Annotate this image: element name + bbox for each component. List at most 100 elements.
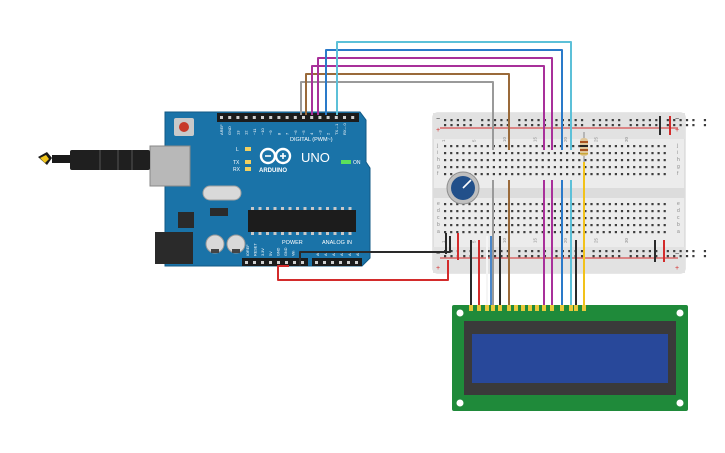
rail-minus-sign: − [675,251,679,258]
row-label: i [437,150,438,156]
header-pin [277,116,281,119]
mcu-pin [273,232,277,235]
column-number: 10 [502,136,507,142]
lcd-pin [569,305,573,311]
header-pin [318,116,322,119]
header-pin [228,116,232,119]
mcu-pin [333,232,337,235]
lcd-screen [472,334,668,383]
mcu-pin [303,232,307,235]
row-label: h [677,157,680,163]
mcu-pin [311,232,314,235]
column-number: 1 [441,240,446,243]
row-label: a [677,229,680,235]
column-number: 25 [594,136,599,142]
dc-power-jack [155,232,193,264]
resistor-icon[interactable] [580,132,588,162]
usb-plug-icon[interactable] [38,150,150,170]
microcontroller-chip [248,210,356,232]
reset-button-icon[interactable] [174,118,194,136]
wire-magenta-2[interactable] [317,57,553,150]
mcu-pin [348,207,352,210]
power-pin-label: 5V [269,251,273,256]
digital-pin-label: 12 [244,130,249,135]
header-pin [343,116,346,119]
wire-cyan[interactable] [336,41,572,150]
rail-plus-sign: + [675,265,679,272]
header-pin [285,261,288,264]
digital-pin-label: ~3 [317,130,322,135]
mcu-pins [251,207,352,235]
lcd-pin [550,305,554,311]
potentiometer-icon[interactable] [446,171,480,205]
row-label: b [437,222,440,228]
power-pin-label: GND [276,247,280,256]
digital-pin-label: AREF [219,124,224,135]
lcd-pin [485,305,489,311]
wire-gray[interactable] [300,81,494,150]
mcu-pin [288,207,292,210]
digital-pin-label: ~11 [252,128,257,135]
lcd-pin [521,305,525,311]
header-pin [339,261,342,264]
analog-header [312,258,362,266]
header-pin [351,116,355,119]
row-label: d [677,208,680,214]
mcu-pin [341,232,344,235]
row-label: f [677,171,679,177]
lcd-pin [574,305,578,311]
row-label: c [677,215,680,221]
lcd-wires[interactable] [470,162,585,307]
wires[interactable] [277,41,671,281]
header-pin [269,116,273,119]
led-rx [245,167,251,171]
rail-plus-sign: + [436,265,440,272]
header-pin [220,116,223,119]
wire-brown[interactable] [305,73,510,150]
led-on [341,160,351,164]
mcu-pin [348,232,352,235]
mcu-pin [333,207,337,210]
wire-magenta[interactable] [311,65,545,150]
crystal [202,185,242,201]
header-pin [252,116,256,119]
power-header [242,258,308,266]
lcd-module[interactable] [452,305,688,411]
lcd-pin [514,305,518,311]
lcd-pin [582,305,586,311]
header-pin [323,261,326,264]
header-pins [220,116,358,264]
led-tx [245,160,251,164]
mcu-pin [251,232,254,235]
row-label: d [437,208,440,214]
header-pin [261,116,264,119]
header-pin [277,261,280,264]
lcd-pin [477,305,481,311]
mcu-pin [303,207,307,210]
mcu-pin [296,207,299,210]
digital-pin-label: 2 [326,132,331,135]
arduino-logo-icon [259,147,292,165]
rail-minus-sign: − [436,116,440,123]
led-on-label: ON [353,160,361,166]
rail-plus-sign: + [436,127,440,134]
wire-blue[interactable] [325,49,563,150]
column-number: 15 [533,136,538,142]
header-pin [285,116,289,119]
lcd-pin [560,305,564,311]
lcd-pin [498,305,502,311]
wire-red-5v[interactable] [277,260,449,281]
row-label: j [436,143,438,149]
header-pin [293,116,297,119]
arduino-board[interactable]: L TX RX ON ARDUINO UNO DIGITAL (PWM~) PO… [149,111,371,267]
column-number: 1 [441,139,446,142]
lcd-pin [469,305,473,311]
mcu-pin [258,207,262,210]
mcu-pin [326,207,329,210]
row-label: j [676,143,678,149]
wire-black-gnd[interactable] [299,236,451,266]
usb-jack [149,145,191,187]
mcu-pin [251,207,254,210]
